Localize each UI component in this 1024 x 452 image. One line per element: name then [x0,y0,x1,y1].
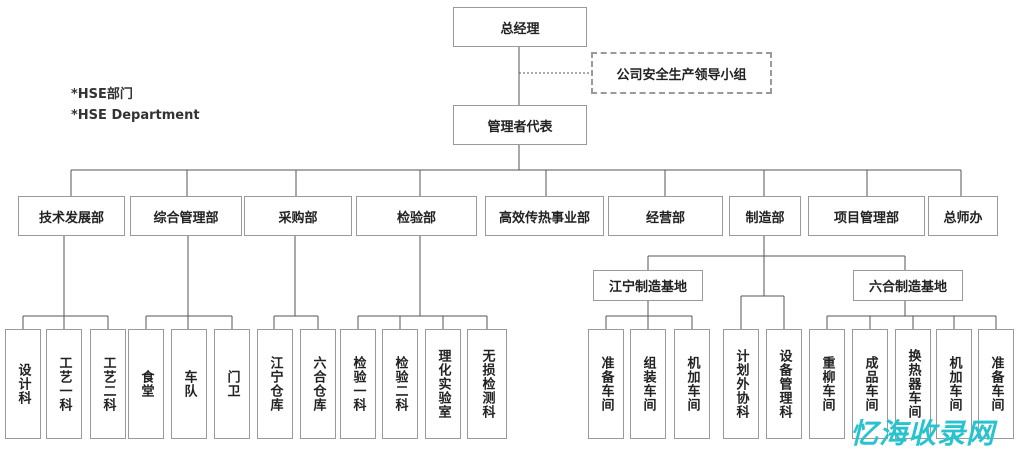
unit-label: 检验二科 [392,356,408,412]
watermark: 忆海收录网 [850,417,996,450]
safety-group-box: 公司安全生产领导小组 [591,52,772,94]
dept-tech: 技术发展部 [18,196,125,236]
unit-box: 食堂 [128,329,164,439]
unit-box: 工艺一科 [46,329,82,439]
unit-label: 车队 [181,370,197,398]
unit-box: 组装车间 [630,329,666,439]
hse-note-en: *HSE Department [71,108,200,123]
unit-box: 重柳车间 [809,329,845,439]
dept-inspection: 检验部 [356,196,477,236]
unit-box: 成品车间 [852,329,888,439]
unit-label: 准备车间 [598,356,614,412]
unit-label: 门卫 [224,370,240,398]
unit-label: 机加车间 [684,356,700,412]
unit-box: 设计科 [5,329,41,439]
hse-note-cn: *HSE部门 [71,87,133,102]
unit-label: 工艺一科 [56,356,72,412]
unit-label: 组装车间 [640,356,656,412]
unit-label: 检验一科 [350,356,366,412]
unit-box: 门卫 [214,329,250,439]
unit-label: 六合仓库 [310,356,326,412]
unit-box: 工艺二科 [90,329,126,439]
unit-box: 检验二科 [382,329,418,439]
dept-chief-engineer: 总师办 [928,196,998,236]
dept-heat-transfer: 高效传热事业部 [485,196,604,236]
unit-box: 江宁仓库 [257,329,293,439]
base-jiangning: 江宁制造基地 [593,270,703,301]
unit-box: 设备管理科 [766,329,802,439]
unit-box: 六合仓库 [300,329,336,439]
unit-box: 车队 [171,329,207,439]
unit-label: 换热器车间 [905,349,921,419]
dept-admin: 综合管理部 [130,196,242,236]
unit-label: 重柳车间 [819,356,835,412]
unit-box: 机加车间 [674,329,710,439]
dept-business: 经营部 [608,196,723,236]
unit-box: 无损检测科 [467,329,507,439]
unit-label: 计划外协科 [733,349,749,419]
unit-label: 设备管理科 [776,349,792,419]
base-liuhe: 六合制造基地 [853,270,963,301]
unit-label: 成品车间 [862,356,878,412]
unit-box: 准备车间 [588,329,624,439]
unit-box: 检验一科 [340,329,376,439]
unit-box: 换热器车间 [895,329,931,439]
unit-box: 理化实验室 [425,329,461,439]
unit-box: 准备车间 [978,329,1014,439]
unit-label: 无损检测科 [479,349,495,419]
unit-label: 准备车间 [988,356,1004,412]
unit-box: 计划外协科 [723,329,759,439]
dept-purchase: 采购部 [244,196,352,236]
unit-label: 机加车间 [946,356,962,412]
unit-label: 设计科 [15,363,31,405]
unit-label: 食堂 [138,370,154,398]
unit-label: 理化实验室 [435,349,451,419]
dept-manufacturing: 制造部 [729,196,801,236]
dept-project: 项目管理部 [808,196,925,236]
unit-label: 工艺二科 [100,356,116,412]
unit-label: 江宁仓库 [267,356,283,412]
ceo-box: 总经理 [453,7,587,47]
management-rep-box: 管理者代表 [453,105,587,145]
unit-box: 机加车间 [936,329,972,439]
